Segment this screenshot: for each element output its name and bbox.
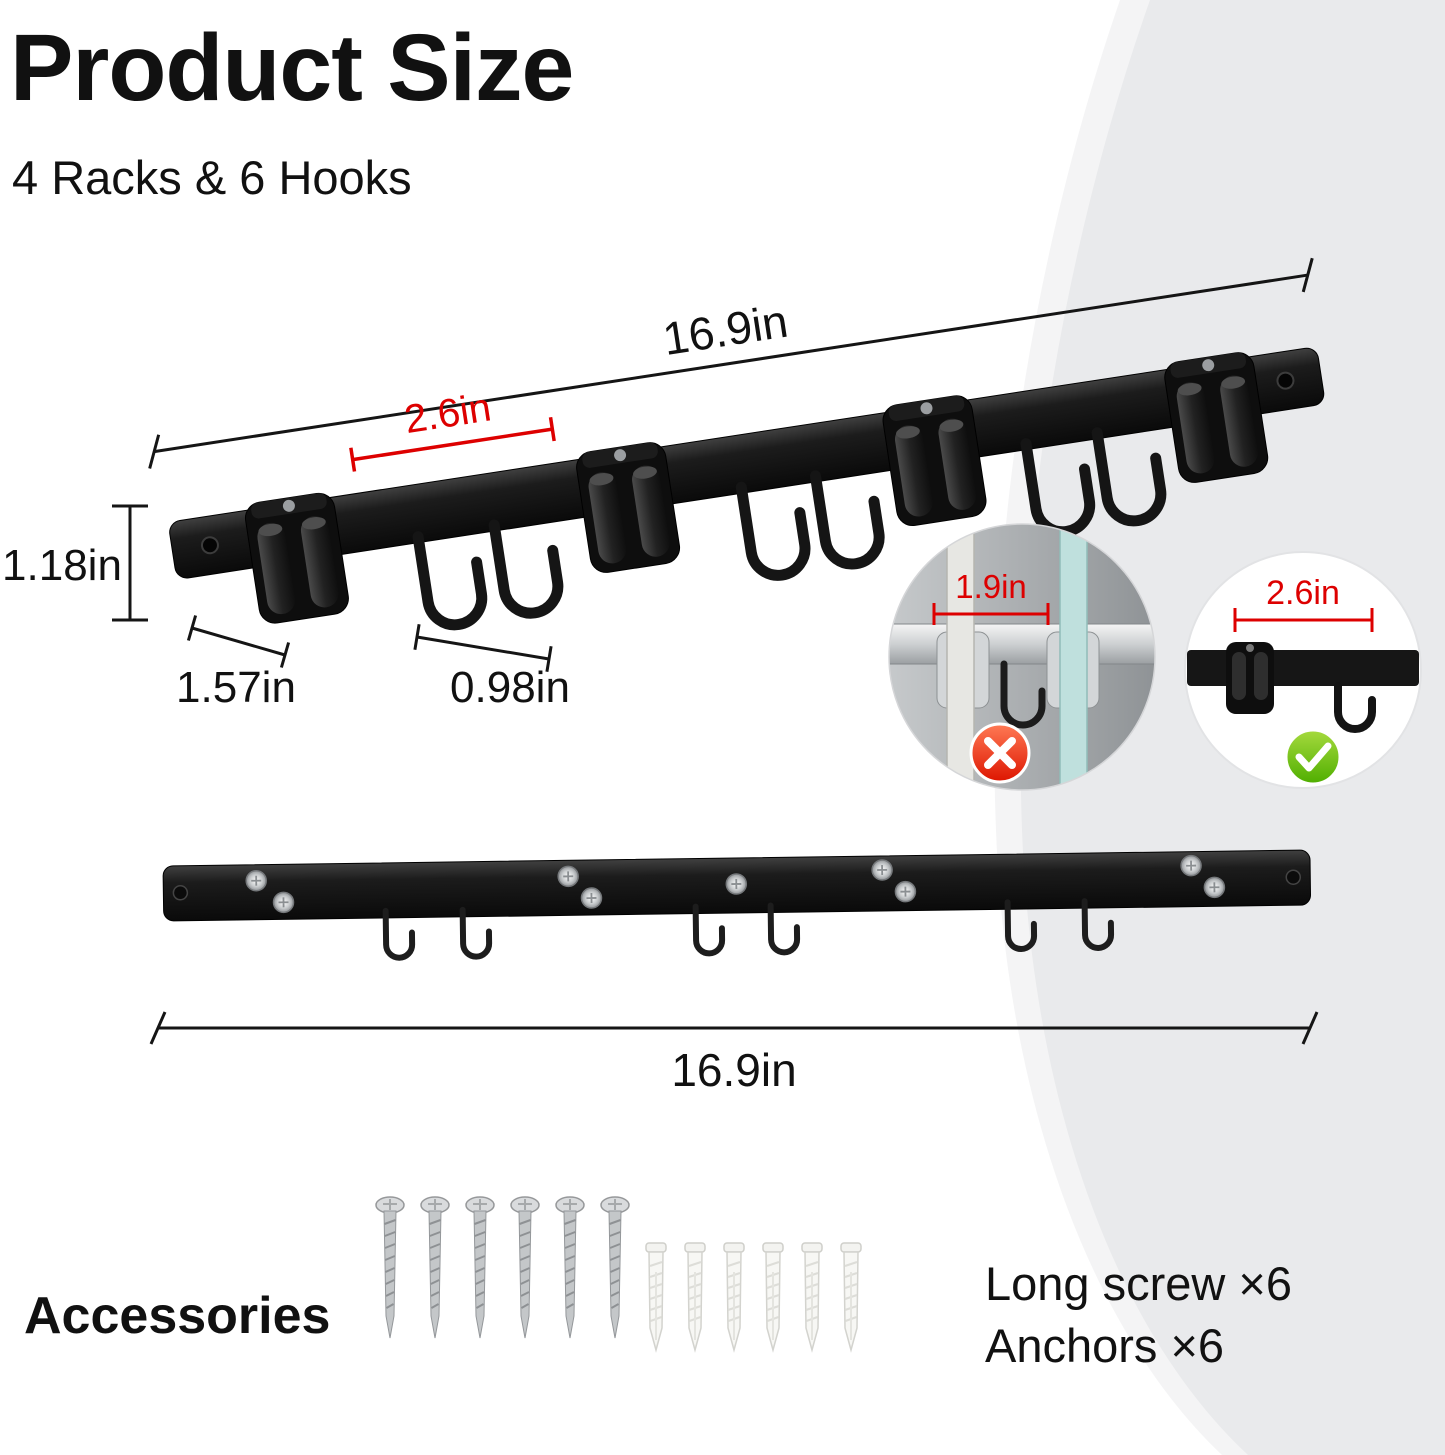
right-spacing-dimension: 2.6in [1233,574,1374,632]
comparison-right-inset: 2.6in [1184,551,1422,789]
check-mark-icon [1284,728,1342,786]
broom-clamp [242,490,352,626]
rack-width-label: 1.57in [176,663,296,712]
hook-width-label: 0.98in [450,663,570,712]
screw-head [725,872,748,896]
accessories-label: Accessories [24,1287,331,1345]
mount-hole-left [172,885,189,901]
screw-head [245,869,268,892]
wall-anchor-icon [723,1242,745,1353]
storage-hook [494,517,561,617]
flat-length-label: 16.9in [671,1044,796,1096]
hook-width-dimension: 0.98in [413,623,570,712]
long-screw-icon [420,1196,450,1339]
rack-width-dimension: 1.57in [176,615,296,712]
broom-clamp [880,393,989,529]
bar-height-dimension: 1.18in [2,504,148,622]
mount-hole-right [1276,371,1295,390]
x-mark-icon [969,722,1031,784]
screw-head [1180,854,1203,877]
long-screw-icon [375,1196,405,1339]
long-screw-icon [600,1196,630,1339]
wrong-spacing-label: 1.9in [955,568,1027,605]
hook-spacing-label: 2.6in [402,385,494,442]
screw-row [370,1196,635,1346]
flat-bar-diagram [162,849,1312,961]
total-length-label: 16.9in [659,295,791,365]
page-title: Product Size [10,15,574,121]
flat-length-dimension: 16.9in [149,1011,1319,1096]
storage-hook [815,468,882,568]
screw-head [1203,876,1226,899]
wall-anchor-icon [684,1242,706,1353]
rack-bar [1187,650,1419,686]
broom-clamp [573,439,683,576]
long-screw-icon [510,1196,540,1339]
long-screw-count-label: Long screw ×6 [985,1257,1292,1310]
screw-head [557,865,580,888]
hook-spacing-dimension: 2.6in [349,385,556,472]
right-spacing-label: 2.6in [1266,574,1340,612]
broom-handle [946,524,975,790]
long-screw-icon [555,1196,585,1339]
mount-hole-left [200,536,219,555]
wrong-spacing-dimension: 1.9in [932,568,1050,625]
storage-hook [1000,660,1046,729]
screw-head [871,858,894,881]
screw-head [272,891,295,914]
storage-hook [741,479,808,579]
mount-hole-right [1285,869,1302,885]
comparison-wrong-inset: 1.9in [888,523,1156,791]
wall-anchor-icon [840,1242,862,1353]
wall-anchor-icon [645,1242,667,1353]
anchors-count-label: Anchors ×6 [985,1319,1225,1372]
rack-bar [169,347,1325,579]
storage-hook [1334,682,1376,733]
screw-head [580,886,603,910]
wall-anchor-icon [762,1242,784,1353]
anchor-row [640,1242,867,1357]
screw-head [894,880,917,903]
bar-height-label: 1.18in [2,541,122,590]
mop-handle [1059,524,1088,790]
storage-hook [418,528,485,628]
broom-clamp [1162,349,1271,486]
wall-anchor-icon [801,1242,823,1353]
page-subtitle: 4 Racks & 6 Hooks [12,151,412,204]
long-screw-icon [465,1196,495,1339]
